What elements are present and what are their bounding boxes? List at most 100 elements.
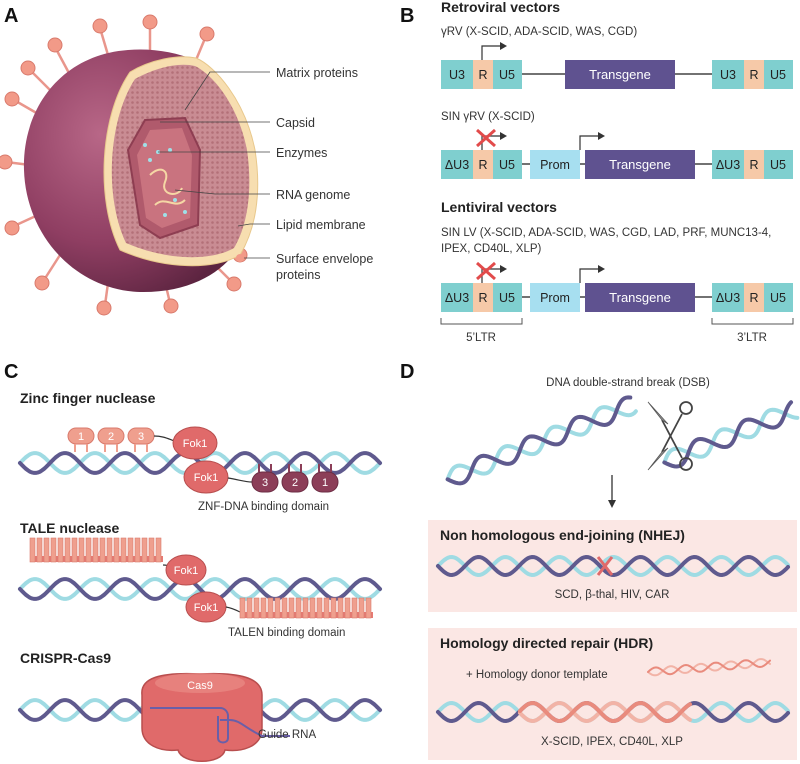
hdr-donor-strand: [518, 700, 692, 724]
fok1-label: Fok1: [183, 438, 207, 450]
gamma-rv-label: γRV (X-SCID, ADA-SCID, WAS, CGD): [441, 26, 637, 38]
tale-repeat: [358, 597, 365, 619]
sin-lv-construct: [440, 261, 794, 325]
tale-repeat: [148, 537, 155, 563]
u5-label: U5: [770, 158, 786, 172]
down-arrow-icon: [608, 475, 616, 508]
dna-strand-light: [436, 554, 790, 578]
hdr-box: [428, 628, 797, 760]
tale-repeat: [106, 537, 113, 563]
tale-repeat: [113, 537, 120, 563]
dna-strand-light: [445, 405, 638, 482]
zf-top-3: 3: [138, 431, 144, 443]
ltr5-label: 5’LTR: [466, 332, 496, 344]
dna-strand-dark: [18, 577, 382, 601]
tale-repeat: [85, 537, 92, 563]
zf-bottom-3: 3: [262, 477, 268, 489]
hdr-applications: X-SCID, IPEX, CD40L, XLP: [541, 736, 683, 748]
donor-strand: [647, 659, 771, 676]
talen-binding-domain-label: TALEN binding domain: [228, 627, 345, 639]
r-label: R: [749, 291, 758, 305]
sin-gamma-rv-label: SIN γRV (X-SCID): [441, 111, 535, 123]
inactivated-promoter-cross: [476, 128, 496, 148]
tale-repeat: [155, 537, 162, 563]
panel-label-d: D: [400, 361, 414, 383]
label-capsid: Capsid: [276, 116, 315, 130]
tale-repeat: [323, 597, 330, 619]
label-lipid-membrane: Lipid membrane: [276, 218, 366, 232]
crispr-cas9-title: CRISPR-Cas9: [20, 650, 111, 666]
delta-u3-label: ΔU3: [716, 291, 740, 305]
dna-strand-dark: [662, 400, 794, 469]
tale-repeat: [71, 537, 78, 563]
dna-helix-hdr: [436, 700, 790, 724]
rna-genome: [149, 168, 186, 206]
tale-repeat: [92, 537, 99, 563]
prom-label: Prom: [540, 291, 570, 305]
hdr-title: Homology directed repair (HDR): [440, 635, 653, 651]
tale-repeat: [43, 537, 50, 563]
tale-repeat: [29, 537, 36, 563]
panel-a-leader-lines: [158, 71, 270, 259]
hdr-donor-strand: [518, 700, 692, 724]
dsb-label: DNA double-strand break (DSB): [546, 377, 710, 389]
r-label: R: [749, 158, 758, 172]
tale-repeat: [316, 597, 323, 619]
cas9-label: Cas9: [187, 680, 213, 692]
cas9-protein: [141, 672, 263, 762]
delta-u3-label: ΔU3: [445, 158, 469, 172]
nhej-title: Non homologous end-joining (NHEJ): [440, 527, 685, 543]
dsb-right-helix: [662, 400, 800, 469]
zf-bottom-2: 2: [292, 477, 298, 489]
fok1-label: Fok1: [194, 602, 218, 614]
tale-repeat: [239, 597, 246, 619]
tale-repeat: [337, 597, 344, 619]
r-label: R: [478, 291, 487, 305]
retroviral-vectors-title: Retroviral vectors: [441, 0, 560, 15]
sin-lv-label-line2: IPEX, CD40L, XLP): [441, 243, 542, 255]
tale-repeat: [288, 597, 295, 619]
zf-top-2: 2: [108, 431, 114, 443]
u5-label: U5: [499, 291, 515, 305]
dna-helix-tale: [18, 577, 382, 601]
u5-label: U5: [499, 68, 515, 82]
delta-u3-label: ΔU3: [716, 158, 740, 172]
dna-helix-nhej: [436, 554, 790, 578]
sin-lv-label-line1: SIN LV (X-SCID, ADA-SCID, WAS, CGD, LAD,…: [441, 227, 771, 239]
transgene-label: Transgene: [609, 157, 671, 172]
tale-repeat: [260, 597, 267, 619]
u3-label: U3: [720, 68, 736, 82]
label-enzymes: Enzymes: [276, 146, 327, 160]
lentiviral-vectors-title: Lentiviral vectors: [441, 199, 557, 215]
tale-repeat: [134, 537, 141, 563]
guide-rna-label: Guide RNA: [258, 729, 316, 741]
tale-repeat: [141, 537, 148, 563]
donor-template-label: + Homology donor template: [466, 669, 608, 681]
tale-repeat: [344, 597, 351, 619]
u3-label: U3: [449, 68, 465, 82]
fok1-domain-bottom: [183, 460, 229, 494]
zf-bottom-1: 1: [322, 477, 328, 489]
tale-repeat: [365, 597, 372, 619]
tale-repeat: [267, 597, 274, 619]
label-surface-envelope-line2: proteins: [276, 268, 320, 282]
nhej-repair-site: [596, 556, 614, 576]
label-matrix-proteins: Matrix proteins: [276, 66, 358, 80]
transgene-label: Transgene: [609, 290, 671, 305]
dsb-left-helix: [445, 395, 638, 486]
label-rna-genome: RNA genome: [276, 188, 350, 202]
donor-strand: [647, 658, 771, 677]
transgene-label: Transgene: [589, 67, 651, 82]
tale-repeat: [330, 597, 337, 619]
u5-label: U5: [770, 68, 786, 82]
tale-repeat: [50, 537, 57, 563]
tale-repeat: [253, 597, 260, 619]
r-label: R: [478, 68, 487, 82]
u5-label: U5: [770, 291, 786, 305]
tale-repeat: [99, 537, 106, 563]
tale-bottom-repeats: [239, 597, 373, 619]
r-label: R: [749, 68, 758, 82]
dna-strand-dark: [445, 395, 633, 486]
tale-repeat: [36, 537, 43, 563]
zfn-bottom-fingers: [251, 464, 339, 493]
